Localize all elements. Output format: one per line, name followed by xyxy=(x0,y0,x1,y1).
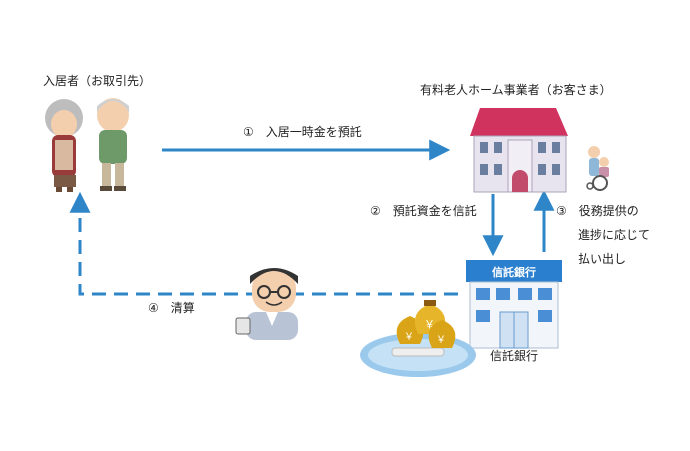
bank-clerk-icon xyxy=(235,268,298,340)
money-bag-label: ￥ xyxy=(424,318,435,331)
money-bags-icon xyxy=(360,300,476,377)
elderly-couple-icon xyxy=(45,98,129,192)
money-bag-label: ￥ xyxy=(404,332,414,343)
bank-sign-text: 信託銀行 xyxy=(492,265,536,279)
operator-label: 有料老人ホーム事業者（お客さま） xyxy=(420,83,612,97)
step4-label: ④ 清算 xyxy=(148,301,195,315)
care-home-building-icon xyxy=(470,108,568,193)
resident-label: 入居者（お取引先） xyxy=(43,74,152,88)
wheelchair-caregiver-icon xyxy=(586,146,609,191)
bank-building-icon xyxy=(466,260,562,349)
step3-label-line2: 進捗に応じて xyxy=(578,228,651,242)
money-bag-label: ￥ xyxy=(436,335,446,346)
step3-label-line3: 払い出し xyxy=(578,252,627,266)
step3-label-line1: ③ 役務提供の xyxy=(556,204,639,218)
step2-label: ② 預託資金を信託 xyxy=(370,204,477,218)
arrow-settlement xyxy=(69,191,458,296)
bank-label: 信託銀行 xyxy=(490,349,539,363)
step1-label: ① 入居一時金を預託 xyxy=(243,125,362,139)
